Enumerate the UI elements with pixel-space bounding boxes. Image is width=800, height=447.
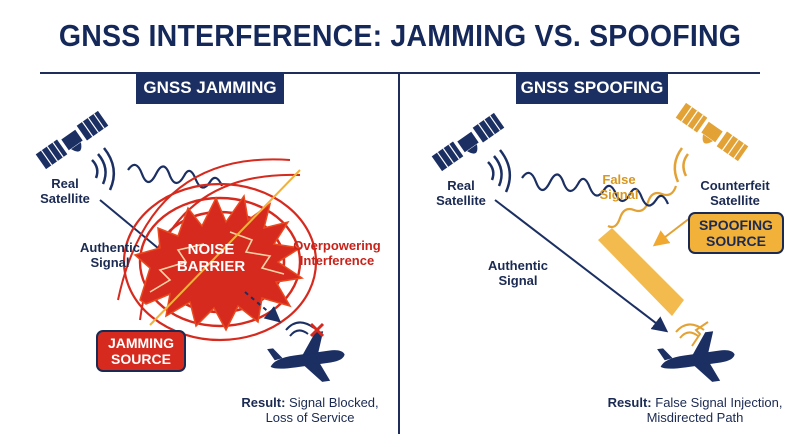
spoofing-authentic-signal-line2: Signal	[498, 273, 538, 288]
jamming-real-satellite-line1: Real	[51, 176, 79, 191]
spoofing-source-badge: SPOOFING SOURCE	[688, 212, 784, 254]
authentic-signal-arrow-right	[494, 199, 669, 333]
satellite-signal-waves-icon-right	[487, 149, 512, 193]
spoofing-real-satellite-line1: Real	[447, 178, 475, 193]
overpowering-interference-label: Overpowering Interference	[282, 238, 392, 268]
counterfeit-signal-waves-icon	[673, 147, 690, 183]
spoofing-real-satellite-line2: Satellite	[436, 193, 486, 208]
jamming-real-satellite-line2: Satellite	[40, 191, 90, 206]
spoofing-result-text2: Misdirected Path	[646, 410, 744, 425]
counterfeit-satellite-line1: Counterfeit	[700, 178, 770, 193]
counterfeit-satellite-line2: Satellite	[710, 193, 760, 208]
page-title: GNSS INTERFERENCE: JAMMING VS. SPOOFING	[58, 18, 742, 53]
jamming-result-text1: Signal Blocked,	[289, 395, 379, 410]
false-signal-band	[598, 228, 684, 316]
jamming-authentic-signal-line2: Signal	[90, 255, 130, 270]
lost-signal-waves-icon	[285, 321, 315, 337]
airplane-icon	[267, 331, 345, 382]
noise-barrier-line1: NOISE	[187, 241, 235, 258]
airplane-icon-right	[657, 331, 735, 382]
false-signal-line1: False	[602, 172, 636, 187]
jamming-result-text2: Loss of Service	[265, 410, 355, 425]
real-satellite-icon-right	[431, 112, 505, 172]
jamming-result-line1: Result: Signal Blocked,	[240, 395, 380, 410]
spoofing-result-line1: Result: False Signal Injection,	[600, 395, 790, 410]
overpowering-line2: Interference	[299, 253, 375, 268]
spoofing-source-line1: SPOOFING	[699, 217, 773, 233]
real-satellite-icon	[35, 110, 109, 170]
counterfeit-satellite-label: Counterfeit Satellite	[690, 178, 780, 208]
spoofed-signal-waves-icon	[675, 321, 709, 347]
jamming-source-line2: SOURCE	[111, 351, 171, 367]
spoofing-result-text1: False Signal Injection,	[655, 395, 783, 410]
jamming-authentic-signal-label: Authentic Signal	[70, 240, 150, 270]
jamming-heading: GNSS JAMMING	[136, 72, 284, 104]
panel-divider	[398, 72, 400, 434]
spoofing-authentic-signal-line1: Authentic	[488, 258, 548, 273]
authentic-signal-wave-right	[521, 171, 670, 207]
title-rule	[40, 72, 760, 74]
spoofing-authentic-signal-label: Authentic Signal	[478, 258, 558, 288]
noise-barrier-label: NOISE BARRIER	[166, 241, 256, 275]
false-signal-line2: Signal	[599, 187, 639, 202]
false-signal-wave	[607, 185, 678, 229]
jamming-result-label: Result:	[241, 395, 286, 410]
noise-barrier-line2: BARRIER	[176, 258, 246, 275]
blocked-signal-line	[149, 169, 301, 326]
spoofing-result-label: Result:	[607, 395, 652, 410]
spoofing-result: Result: False Signal Injection, Misdirec…	[600, 395, 790, 425]
x-mark-icon	[309, 322, 325, 338]
false-signal-label: False Signal	[592, 172, 646, 202]
jamming-source-line1: JAMMING	[107, 335, 175, 351]
jamming-source-badge: JAMMING SOURCE	[96, 330, 186, 372]
jamming-result: Result: Signal Blocked, Loss of Service	[240, 395, 380, 425]
overpowering-line1: Overpowering	[293, 238, 381, 253]
spoofing-source-line2: SOURCE	[706, 233, 766, 249]
jamming-real-satellite-label: Real Satellite	[30, 176, 100, 206]
satellite-signal-waves-icon	[91, 147, 116, 191]
spoofing-arrow	[652, 217, 691, 247]
noise-static-lines	[149, 231, 285, 293]
spoofing-heading: GNSS SPOOFING	[516, 72, 668, 104]
spoofing-real-satellite-label: Real Satellite	[426, 178, 496, 208]
jamming-authentic-signal-line1: Authentic	[80, 240, 140, 255]
counterfeit-satellite-icon	[675, 102, 749, 162]
